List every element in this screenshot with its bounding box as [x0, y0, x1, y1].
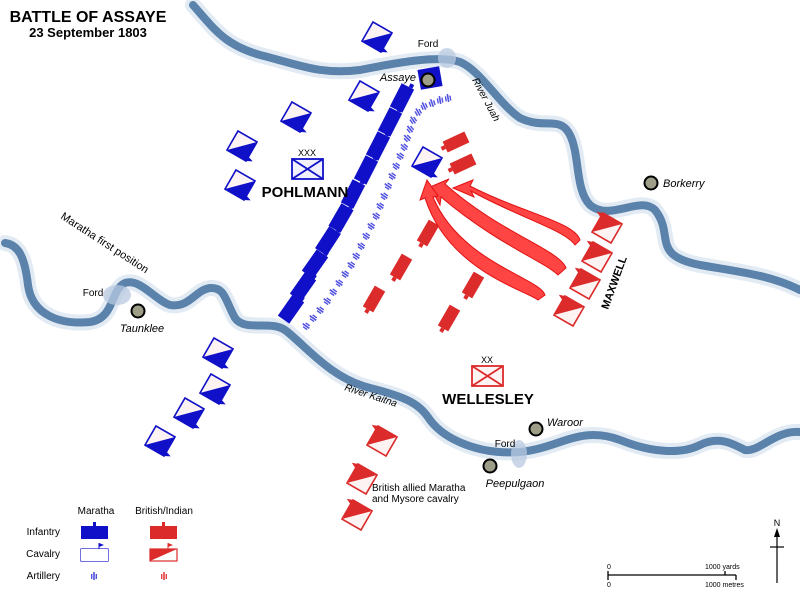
legend-maratha-infantry-icon [81, 522, 108, 539]
town-peepulgaon: Peepulgaon [482, 458, 545, 490]
legend-row-cavalry: Cavalry [26, 549, 60, 560]
legend-col-maratha: Maratha [78, 506, 115, 517]
ford-north-label: Ford [418, 39, 439, 50]
wellesley-label: WELLESLEY [442, 391, 534, 408]
svg-text:Taunklee: Taunklee [120, 323, 164, 335]
north-arrow: N [770, 518, 784, 583]
scale-metres-label: 1000 metres [705, 582, 744, 589]
legend-maratha-artillery-icon [91, 572, 97, 580]
town-waroor: Waroor [528, 417, 584, 437]
allied-cavalry-label-1: British allied Maratha [372, 483, 466, 494]
scale-yards-label: 1000 yards [705, 564, 740, 571]
wellesley-echelon: XX [481, 355, 493, 365]
ford-west-label: Ford [83, 288, 104, 299]
allied-cavalry [335, 422, 398, 531]
maratha-first-position-label: Maratha first position [58, 210, 150, 276]
legend-col-british: British/Indian [135, 506, 193, 517]
ford-south-marker [511, 440, 527, 468]
legend-british-cavalry-icon [149, 543, 178, 562]
scale-bar: 0 1000 yards 0 1000 metres [607, 564, 744, 589]
town-taunklee: Taunklee [120, 303, 164, 335]
maxwell-attack-arrows [419, 178, 581, 301]
legend: Maratha British/Indian Infantry Cavalry … [26, 506, 193, 582]
map-subtitle: 23 September 1803 [29, 25, 147, 40]
svg-text:Peepulgaon: Peepulgaon [486, 478, 545, 490]
north-arrow-label: N [774, 518, 781, 528]
town-assaye: Assaye [379, 66, 443, 90]
town-assaye-label: Assaye [379, 72, 416, 84]
river-kaitna [0, 235, 800, 461]
river-juah [185, 0, 800, 298]
legend-row-artillery: Artillery [27, 571, 60, 582]
ford-north-marker [438, 48, 456, 68]
wellesley-hq: XX WELLESLEY [442, 355, 534, 408]
pohlmann-hq: XXX POHLMANN [262, 148, 349, 201]
legend-british-infantry-icon [150, 522, 177, 539]
ford-south-label: Ford [495, 439, 516, 450]
legend-british-artillery-icon [161, 572, 167, 580]
town-borkerry: Borkerry [643, 175, 706, 191]
allied-cavalry-label-2: and Mysore cavalry [372, 494, 459, 505]
map-title: BATTLE OF ASSAYE [10, 9, 167, 26]
svg-text:Waroor: Waroor [547, 417, 584, 429]
legend-row-infantry: Infantry [27, 527, 60, 538]
pohlmann-label: POHLMANN [262, 184, 349, 201]
legend-maratha-cavalry-icon [80, 543, 109, 562]
scale-metres-zero: 0 [607, 582, 611, 589]
ford-west-marker [103, 285, 131, 305]
scale-yards-zero: 0 [607, 564, 611, 571]
pohlmann-echelon: XXX [298, 148, 316, 158]
svg-text:Borkerry: Borkerry [663, 178, 706, 190]
